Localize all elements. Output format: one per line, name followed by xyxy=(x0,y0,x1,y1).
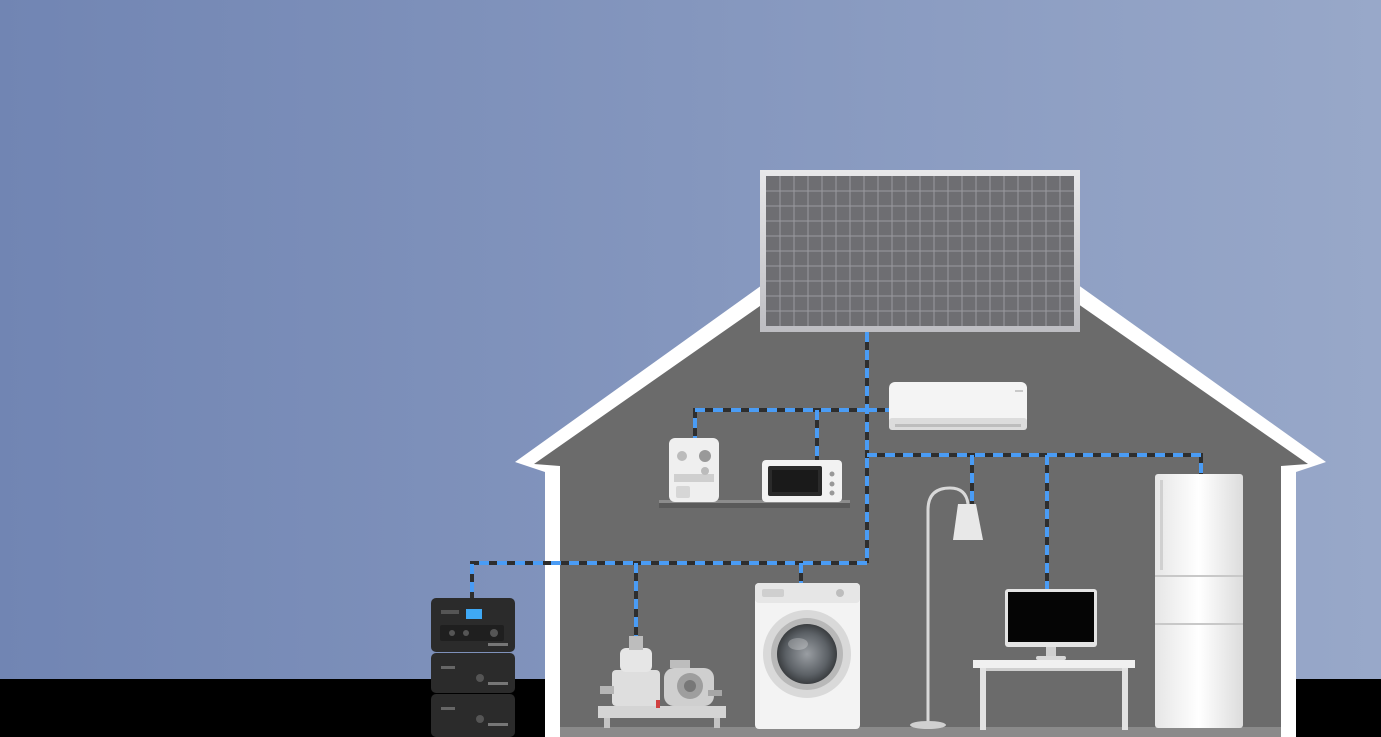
computer-monitor-icon xyxy=(1005,589,1097,660)
water-pump-icon xyxy=(598,636,726,728)
floor-lamp-icon xyxy=(910,486,983,729)
washing-machine-icon xyxy=(755,583,860,729)
refrigerator-icon xyxy=(1155,474,1243,728)
house-interior xyxy=(534,194,1308,727)
microwave-icon xyxy=(762,460,842,502)
coffee-machine-icon xyxy=(669,438,719,502)
solar-panel-icon xyxy=(760,170,1080,332)
air-conditioner-icon xyxy=(889,382,1027,430)
power-station-battery-icon xyxy=(431,598,515,737)
computer-desk xyxy=(973,660,1135,730)
kitchen-shelf xyxy=(659,502,850,508)
house-floor xyxy=(560,727,1281,737)
power-wiring xyxy=(470,332,1203,650)
